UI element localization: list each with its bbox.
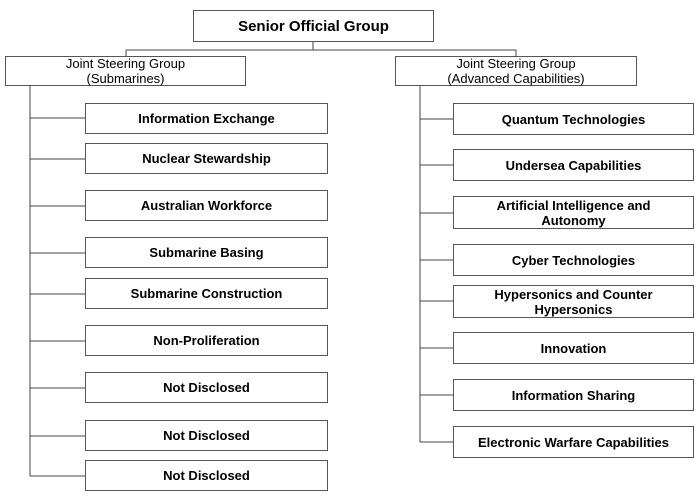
workstream-box-undersea-capabilities: Undersea Capabilities xyxy=(453,149,694,181)
workstream-box-submarine-construction: Submarine Construction xyxy=(85,278,328,309)
workstream-label: Cyber Technologies xyxy=(511,252,636,268)
workstream-label: Australian Workforce xyxy=(140,198,273,213)
jsg-advanced-capabilities-box: Joint Steering Group (Advanced Capabilit… xyxy=(395,56,637,86)
workstream-box-cyber-technologies: Cyber Technologies xyxy=(453,244,694,276)
workstream-label: Innovation xyxy=(540,340,607,356)
workstream-label: Not Disclosed xyxy=(163,468,250,483)
workstream-box-not-disclosed-3: Not Disclosed xyxy=(85,460,328,491)
workstream-box-artificial-intelligence-autonomy: Artificial Intelligence and Autonomy xyxy=(453,196,694,229)
workstream-box-innovation: Innovation xyxy=(453,332,694,364)
workstream-label-line2: Hypersonics xyxy=(534,301,613,317)
workstream-box-hypersonics: Hypersonics and Counter Hypersonics xyxy=(453,285,694,318)
workstream-label: Undersea Capabilities xyxy=(505,157,642,173)
workstream-label: Nuclear Stewardship xyxy=(142,151,271,166)
workstream-label-line1: Artificial Intelligence and xyxy=(496,197,651,213)
workstream-label: Non-Proliferation xyxy=(153,333,260,348)
jsg-submarines-subtitle: (Submarines) xyxy=(86,71,165,86)
senior-official-group-label: Senior Official Group xyxy=(238,17,389,35)
senior-official-group-box: Senior Official Group xyxy=(193,10,434,42)
jsg-advanced-capabilities-title: Joint Steering Group xyxy=(456,56,576,71)
workstream-label: Not Disclosed xyxy=(163,380,250,395)
workstream-box-submarine-basing: Submarine Basing xyxy=(85,237,328,268)
workstream-box-information-exchange: Information Exchange xyxy=(85,103,328,134)
jsg-advanced-capabilities-subtitle: (Advanced Capabilities) xyxy=(447,71,585,86)
workstream-box-electronic-warfare: Electronic Warfare Capabilities xyxy=(453,426,694,458)
workstream-label: Information Sharing xyxy=(511,387,636,403)
jsg-submarines-title: Joint Steering Group xyxy=(65,56,186,71)
workstream-box-nuclear-stewardship: Nuclear Stewardship xyxy=(85,143,328,174)
workstream-box-quantum-technologies: Quantum Technologies xyxy=(453,103,694,135)
workstream-label: Submarine Construction xyxy=(130,286,283,301)
workstream-label: Information Exchange xyxy=(138,111,275,126)
jsg-submarines-box: Joint Steering Group (Submarines) xyxy=(5,56,246,86)
workstream-box-not-disclosed-1: Not Disclosed xyxy=(85,372,328,403)
workstream-label: Electronic Warfare Capabilities xyxy=(478,434,669,450)
workstream-label: Quantum Technologies xyxy=(501,111,646,127)
workstream-box-information-sharing: Information Sharing xyxy=(453,379,694,411)
workstream-label: Not Disclosed xyxy=(163,428,250,443)
workstream-box-not-disclosed-2: Not Disclosed xyxy=(85,420,328,451)
workstream-label-line2: Autonomy xyxy=(541,212,606,228)
workstream-label: Submarine Basing xyxy=(149,245,264,260)
workstream-box-non-proliferation: Non-Proliferation xyxy=(85,325,328,356)
workstream-label-line1: Hypersonics and Counter xyxy=(494,286,653,302)
workstream-box-australian-workforce: Australian Workforce xyxy=(85,190,328,221)
